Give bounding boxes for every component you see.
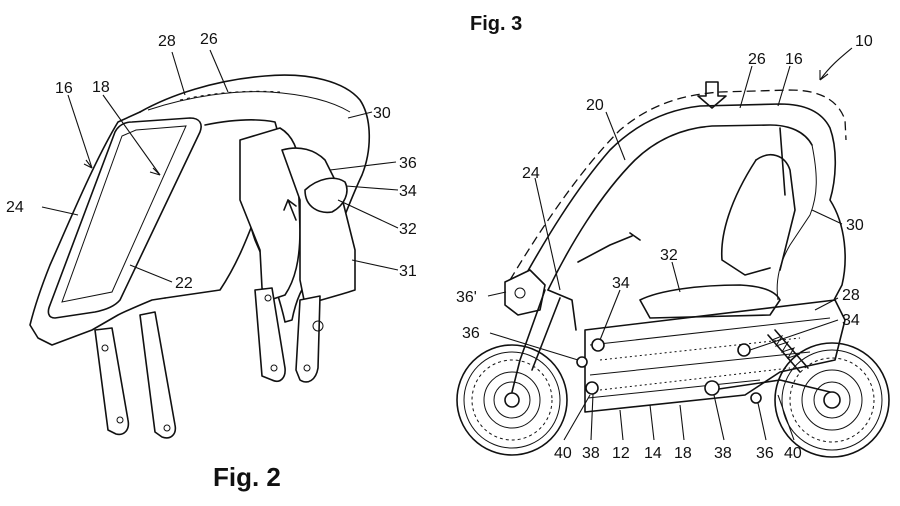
leg-hole xyxy=(303,364,311,372)
front-strut-right xyxy=(139,311,177,439)
fig3-label-10: 10 xyxy=(855,33,873,50)
mount-38-rear xyxy=(704,380,720,396)
fig3-label-34-rear: 34 xyxy=(842,312,860,329)
fig3-label-16: 16 xyxy=(785,51,803,68)
load-arrow xyxy=(697,81,727,109)
leg-hole xyxy=(264,294,272,302)
fig3-label-36-front: 36 xyxy=(462,325,480,342)
fig2-label-24: 24 xyxy=(6,199,24,216)
fig3-label-12: 12 xyxy=(612,445,630,462)
strut-hole xyxy=(101,344,109,352)
fig2-label-32: 32 xyxy=(399,221,417,238)
front-wheel xyxy=(456,344,568,456)
mount-36-rear xyxy=(750,392,762,404)
fig3-label-24: 24 xyxy=(522,165,540,182)
rear-frame xyxy=(29,111,166,346)
seat-back xyxy=(755,154,796,271)
fig2-title: Fig. 2 xyxy=(213,462,281,492)
rear-leg-left xyxy=(254,287,286,383)
handlebar xyxy=(577,232,641,263)
fig2-label-22: 22 xyxy=(175,275,193,292)
roof-ridge xyxy=(147,91,351,113)
chassis-ribs xyxy=(599,337,801,391)
fig2-label-16: 16 xyxy=(55,80,73,97)
leg-hole xyxy=(270,364,278,372)
rear-panel xyxy=(776,144,817,301)
fig3-label-40-front: 40 xyxy=(554,445,572,462)
mount-38-front xyxy=(585,381,599,395)
fig3-title: Fig. 3 xyxy=(470,13,522,35)
fig3-label-14: 14 xyxy=(644,445,662,462)
fig3-label-38-rear: 38 xyxy=(714,445,732,462)
fig2-label-31: 31 xyxy=(399,263,417,280)
raised-roof-dashed xyxy=(509,89,847,281)
fig2-label-26: 26 xyxy=(200,31,218,48)
seat-cushion xyxy=(639,284,781,319)
roof-frame xyxy=(519,103,846,301)
fig3-label-36-rear: 36 xyxy=(756,445,774,462)
front-strut-left xyxy=(94,327,130,436)
fairing-hole xyxy=(514,287,526,299)
strut-hole xyxy=(163,424,171,432)
fig3-label-20: 20 xyxy=(586,97,604,114)
seat-belt xyxy=(720,127,786,276)
rear-leg-right xyxy=(295,295,321,383)
leg-hole xyxy=(312,320,324,332)
fig2-label-28: 28 xyxy=(158,33,176,50)
window-opening xyxy=(47,117,202,319)
fig3-labels: 10 26 16 20 24 30 32 36' 34 28 34 36 40 … xyxy=(456,33,873,462)
seat-belt-lock xyxy=(304,177,348,214)
fig2-label-18: 18 xyxy=(92,79,110,96)
swing-arm xyxy=(711,379,831,393)
roof-frame-inner xyxy=(547,124,813,291)
fig3-leaders xyxy=(487,47,853,441)
fig3-label-38-front: 38 xyxy=(582,445,600,462)
fig3-label-36-prime: 36' xyxy=(456,289,477,306)
rear-spring xyxy=(771,334,801,359)
chassis-body xyxy=(584,299,846,413)
fig3-label-18: 18 xyxy=(674,445,692,462)
fig3-label-26: 26 xyxy=(748,51,766,68)
front-fork xyxy=(511,289,561,393)
fig3-label-34-front: 34 xyxy=(612,275,630,292)
fig3-label-40-rear: 40 xyxy=(784,445,802,462)
fig2-label-34: 34 xyxy=(399,183,417,200)
rear-wheel xyxy=(774,342,890,458)
mount-34-front xyxy=(591,338,605,352)
fig3-drawing xyxy=(456,81,890,458)
fig2-label-30: 30 xyxy=(373,105,391,122)
fig3-label-32: 32 xyxy=(660,247,678,264)
mount-34-rear xyxy=(737,343,751,357)
fig2-drawing xyxy=(29,74,371,439)
fig3-label-30: 30 xyxy=(846,217,864,234)
mount-36-front xyxy=(576,356,588,368)
seat-arrow xyxy=(283,199,297,221)
chassis-battery xyxy=(587,317,831,399)
fig2-leaders xyxy=(41,49,399,283)
fig2-labels: 28 26 16 18 30 36 34 24 32 22 31 Fig. 2 xyxy=(6,31,417,492)
roof-ridge-2 xyxy=(179,90,281,101)
strut-hole xyxy=(116,416,124,424)
window-inner xyxy=(61,125,187,303)
fig3-label-28: 28 xyxy=(842,287,860,304)
fig2-label-36: 36 xyxy=(399,155,417,172)
